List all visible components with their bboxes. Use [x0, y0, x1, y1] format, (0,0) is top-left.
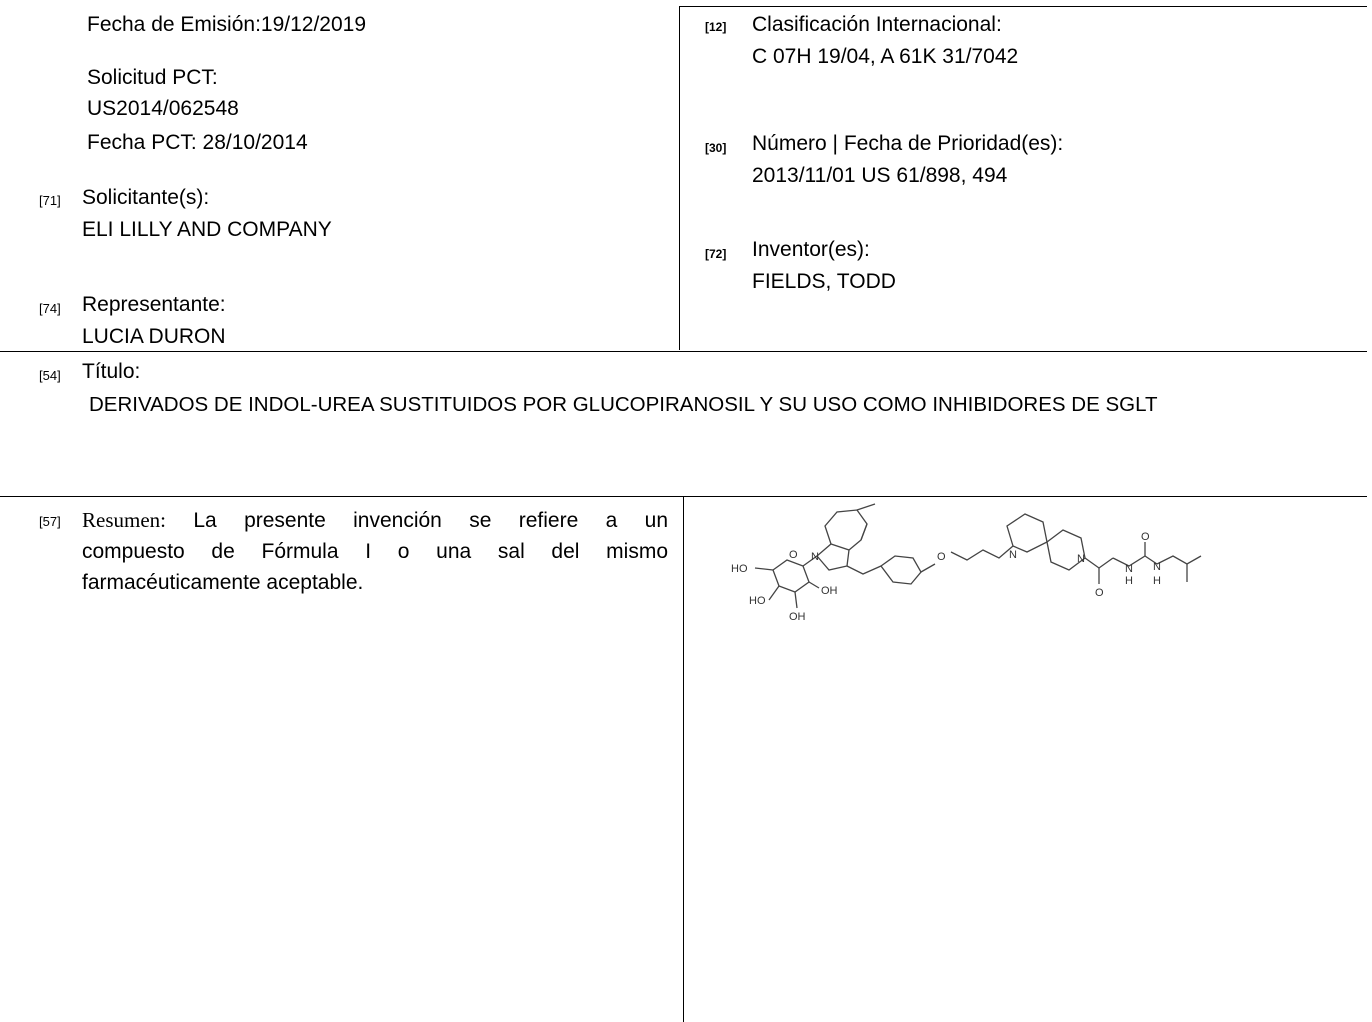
representante-label: Representante:: [82, 293, 226, 316]
atom-label: N: [1077, 553, 1085, 565]
top-border: [680, 6, 1367, 7]
resumen-block: Resumen: La presente invención se refier…: [82, 505, 668, 598]
structure-atom-labels: HO O N HO OH OH O N N O N N H H O: [731, 531, 1161, 623]
prioridad-code: [30]: [705, 141, 727, 155]
structure-bonds: [754, 503, 1202, 609]
clasificacion-code: [12]: [705, 20, 727, 34]
representante-value: LUCIA DURON: [82, 325, 226, 348]
clasificacion-label: Clasificación Internacional:: [752, 13, 1002, 36]
atom-label: OH: [789, 611, 806, 623]
titulo-value: DERIVADOS DE INDOL-UREA SUSTITUIDOS POR …: [89, 393, 1158, 416]
atom-label: O: [1095, 587, 1104, 599]
inventor-label: Inventor(es):: [752, 238, 870, 261]
atom-label: HO: [731, 563, 748, 575]
resumen-label: Resumen:: [82, 508, 166, 532]
atom-label: N: [1125, 563, 1133, 575]
solicitud-pct-value: US2014/062548: [87, 97, 239, 120]
solicitud-pct-label: Solicitud PCT:: [87, 66, 218, 89]
atom-label: N: [1009, 549, 1017, 561]
prioridad-value: 2013/11/01 US 61/898, 494: [752, 164, 1008, 187]
resumen-line-1: Resumen: La presente invención se refier…: [82, 505, 668, 536]
resumen-line-1-text: La presente invención se refiere a un: [193, 509, 668, 532]
atom-label: N: [1153, 561, 1161, 573]
atom-label: O: [937, 551, 946, 563]
atom-label: O: [789, 549, 798, 561]
atom-label: HO: [749, 595, 766, 607]
solicitante-code: [71]: [39, 193, 61, 208]
titulo-code: [54]: [39, 368, 61, 383]
prioridad-label: Número | Fecha de Prioridad(es):: [752, 132, 1064, 155]
atom-label: H: [1125, 575, 1133, 587]
abstract-column-divider: [683, 496, 684, 1022]
solicitante-value: ELI LILLY AND COMPANY: [82, 218, 332, 241]
fecha-pct: Fecha PCT: 28/10/2014: [87, 131, 308, 154]
header-column-divider: [679, 6, 680, 350]
resumen-code: [57]: [39, 514, 61, 529]
clasificacion-value: C 07H 19/04, A 61K 31/7042: [752, 45, 1019, 68]
titulo-label: Título:: [82, 360, 141, 383]
resumen-line-3: farmacéuticamente aceptable.: [82, 571, 364, 594]
atom-label: N: [811, 551, 819, 563]
atom-label: OH: [821, 585, 838, 597]
header-bottom-border: [0, 351, 1367, 352]
representante-code: [74]: [39, 301, 61, 316]
atom-label: O: [1141, 531, 1150, 543]
fecha-emision: Fecha de Emisión:19/12/2019: [87, 13, 367, 36]
chemical-structure-formula-i: HO O N HO OH OH O N N O N N H H O: [731, 503, 1202, 623]
inventor-code: [72]: [705, 247, 727, 261]
resumen-line-2: compuesto de Fórmula I o una sal del mis…: [82, 540, 668, 563]
atom-label: H: [1153, 575, 1161, 587]
inventor-value: FIELDS, TODD: [752, 270, 896, 293]
solicitante-label: Solicitante(s):: [82, 186, 210, 209]
